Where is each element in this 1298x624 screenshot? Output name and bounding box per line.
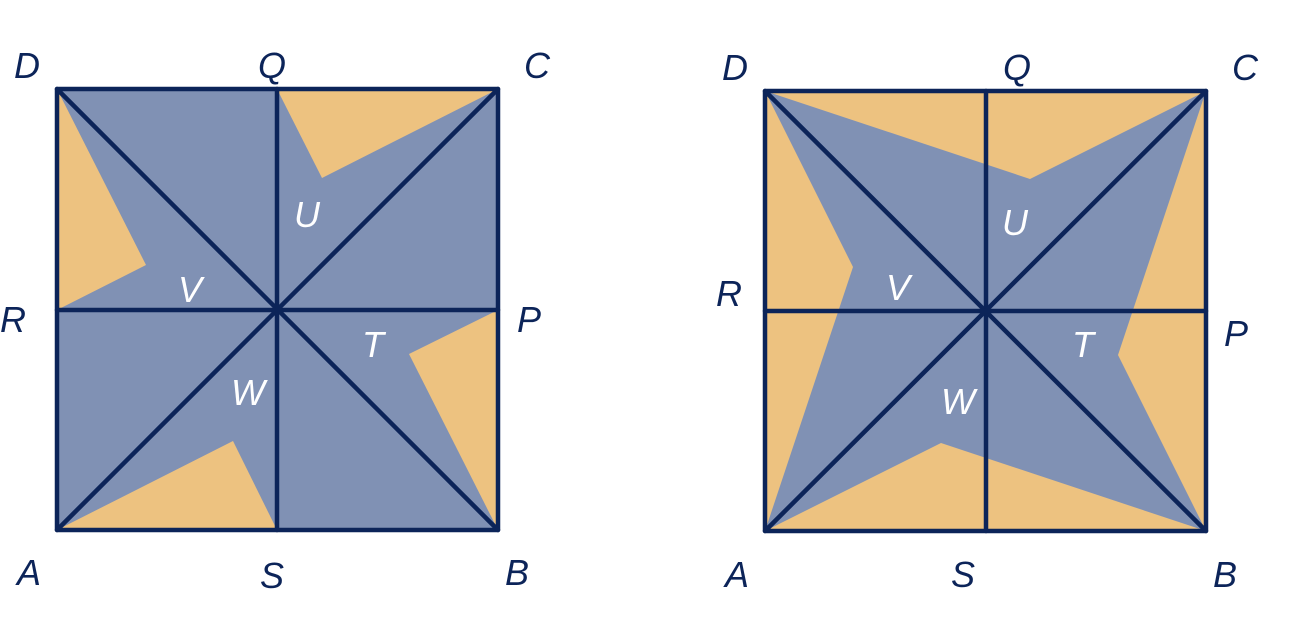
left-label-U: U [294, 194, 321, 235]
right-label-D: D [722, 47, 748, 88]
left-label-Q: Q [258, 45, 286, 86]
right-label-P: P [1224, 313, 1248, 354]
right-label-C: C [1232, 47, 1259, 88]
right-label-Q: Q [1003, 47, 1031, 88]
left-label-A: A [15, 552, 41, 593]
right-label-S: S [951, 554, 975, 595]
left-tan-triangle-top [277, 89, 498, 178]
left-tan-triangle-right [409, 310, 498, 530]
left-label-W: W [231, 372, 268, 413]
right-label-R: R [716, 273, 742, 314]
left-label-R: R [0, 299, 26, 340]
left-label-T: T [362, 324, 387, 365]
left-label-B: B [505, 552, 529, 593]
right-label-W: W [941, 381, 978, 422]
left-tan-triangle-left [57, 89, 146, 310]
right-label-A: A [723, 554, 749, 595]
right-label-V: V [886, 267, 913, 308]
left-label-C: C [524, 45, 551, 86]
right-label-T: T [1072, 324, 1097, 365]
right-figure: D Q C R P A S B U V T W [716, 47, 1259, 595]
left-figure: D Q C R P A S B U V T W [0, 45, 551, 596]
right-label-B: B [1213, 554, 1237, 595]
right-label-U: U [1002, 202, 1029, 243]
left-label-P: P [517, 299, 541, 340]
left-label-V: V [178, 269, 205, 310]
left-tan-triangle-bottom [57, 441, 277, 530]
left-label-D: D [14, 45, 40, 86]
left-label-S: S [260, 555, 284, 596]
